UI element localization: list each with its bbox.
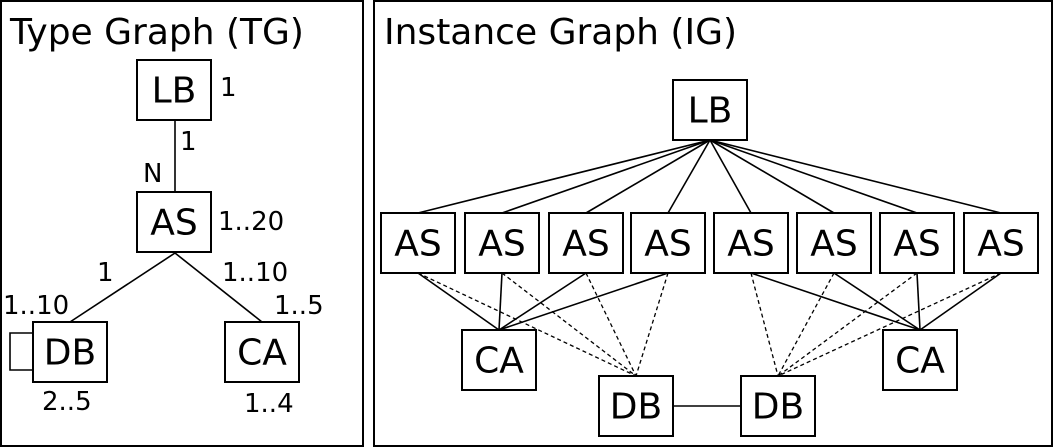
ig-edge-as7-db2 — [777, 272, 918, 377]
ig-node-lb-label: LB — [688, 91, 733, 132]
ig-edge-as4-db1 — [635, 272, 669, 377]
ig-node-as-2: AS — [464, 212, 540, 274]
ig-node-as-3-label: AS — [562, 224, 609, 265]
ig-node-as-3: AS — [548, 212, 624, 274]
ig-node-as-4-label: AS — [644, 224, 691, 265]
ig-edge-lb-as-4 — [667, 139, 711, 214]
tg-mult-as-db-db-end: 1..10 — [3, 291, 69, 321]
tg-edge-as-ca — [174, 252, 263, 323]
ig-edge-as2-db1 — [501, 272, 637, 377]
ig-node-lb: LB — [672, 79, 748, 141]
ig-edge-as5-db2 — [750, 272, 779, 377]
tg-node-ca: CA — [224, 321, 300, 383]
tg-node-lb: LB — [136, 59, 212, 121]
tg-mult-ca-count: 1..4 — [244, 389, 294, 419]
tg-mult-as-ca-ca-end: 1..5 — [274, 291, 324, 321]
ig-node-ca-2: CA — [882, 329, 958, 391]
ig-node-as-2-label: AS — [478, 224, 525, 265]
tg-mult-db-count: 2..5 — [42, 387, 92, 417]
ig-node-as-8-label: AS — [977, 224, 1024, 265]
tg-node-db: DB — [32, 321, 108, 383]
ig-nodes: LB AS AS AS AS AS AS AS AS CA CA DB DB — [380, 79, 1039, 437]
ig-node-db-1: DB — [598, 375, 674, 437]
type-graph-panel — [0, 0, 364, 447]
ig-node-as-5-label: AS — [727, 224, 774, 265]
ig-edge-as1-ca1 — [417, 272, 500, 331]
tg-node-ca-label: CA — [237, 333, 287, 374]
instance-graph-panel — [373, 0, 1053, 447]
ig-edge-as1-db1 — [417, 272, 637, 377]
instance-graph-title: Instance Graph (IG) — [384, 12, 737, 53]
tg-mult-as-count: 1..20 — [218, 207, 284, 237]
ig-edge-lb-as-2 — [501, 139, 711, 214]
ig-node-db-1-label: DB — [610, 387, 662, 428]
ig-edge-as2-ca1 — [498, 272, 503, 331]
ig-edge-lb-as-5 — [709, 139, 752, 214]
ig-node-db-2-label: DB — [752, 387, 804, 428]
ig-edge-as6-ca2 — [833, 272, 921, 331]
tg-mult-lb-count: 1 — [220, 73, 237, 103]
tg-node-as-label: AS — [150, 203, 197, 244]
ig-edge-as5-ca2 — [750, 272, 921, 331]
ig-node-as-7-label: AS — [893, 224, 940, 265]
ig-node-as-4: AS — [630, 212, 706, 274]
ig-edge-lb-as-1 — [417, 139, 711, 214]
tg-node-as: AS — [136, 191, 212, 253]
type-graph-title: Type Graph (TG) — [9, 12, 304, 53]
ig-node-ca-1: CA — [461, 329, 537, 391]
ig-node-as-5: AS — [713, 212, 789, 274]
ig-node-as-8: AS — [963, 212, 1039, 274]
ig-node-as-6: AS — [796, 212, 872, 274]
ig-edges — [417, 139, 1002, 407]
ig-edge-lb-as-8 — [709, 139, 1002, 214]
ig-edge-as4-ca1 — [498, 272, 669, 331]
ig-edge-lb-as-6 — [709, 139, 835, 214]
ig-node-db-2: DB — [740, 375, 816, 437]
ig-edge-lb-as-3 — [585, 139, 711, 214]
tg-edge-db-self-loop — [9, 332, 33, 371]
ig-edge-as3-ca1 — [498, 272, 587, 331]
ig-edge-as7-ca2 — [916, 272, 921, 331]
tg-mult-as-ca-as-end: 1..10 — [222, 258, 288, 288]
ig-node-as-1-label: AS — [394, 224, 441, 265]
tg-edge-as-db — [69, 252, 176, 323]
tg-mult-lb-as-lb-end: 1 — [180, 127, 197, 157]
ig-node-ca-1-label: CA — [474, 341, 524, 382]
tg-mult-as-db-as-end: 1 — [97, 258, 114, 288]
ig-node-as-1: AS — [380, 212, 456, 274]
tg-node-lb-label: LB — [152, 71, 197, 112]
ig-edge-as8-db2 — [777, 272, 1002, 377]
ig-edge-lb-as-7 — [709, 139, 918, 214]
ig-node-as-7: AS — [879, 212, 955, 274]
ig-edge-as8-ca2 — [919, 272, 1002, 331]
tg-node-db-label: DB — [44, 333, 96, 374]
ig-node-as-6-label: AS — [810, 224, 857, 265]
ig-edge-as3-db1 — [585, 272, 637, 377]
tg-mult-lb-as-as-end: N — [143, 159, 162, 189]
ig-node-ca-2-label: CA — [895, 341, 945, 382]
ig-edge-as6-db2 — [777, 272, 835, 377]
